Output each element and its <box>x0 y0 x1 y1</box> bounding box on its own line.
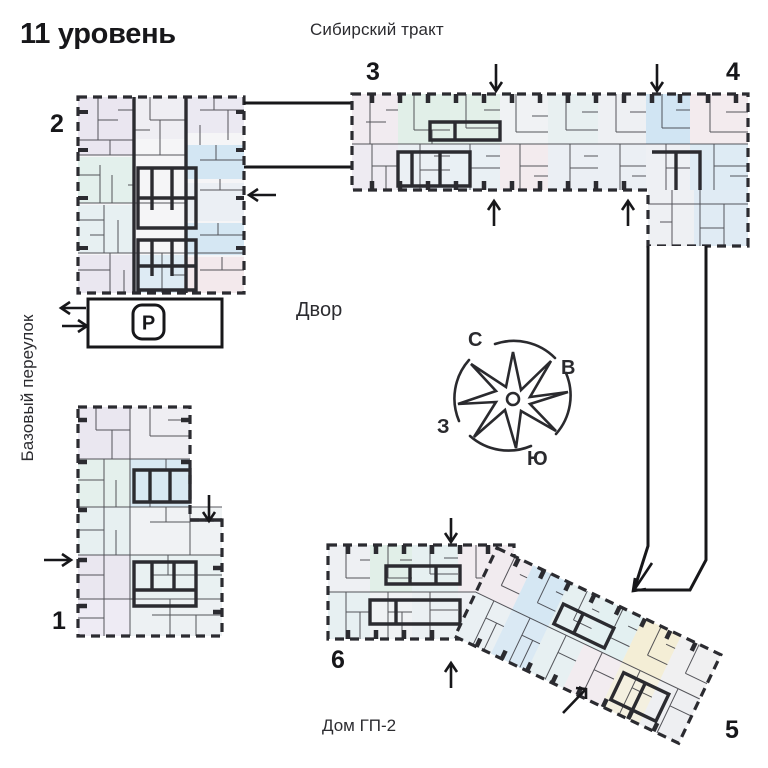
parking-arrow-in <box>58 300 86 316</box>
entrance-arrow-4 <box>649 64 665 94</box>
page-title: 11 уровень <box>20 18 176 50</box>
compass-north-label: С <box>468 329 483 351</box>
compass-east-label: В <box>561 357 576 379</box>
entrance-number-1[interactable]: 1 <box>52 607 66 635</box>
entrance-number-5[interactable]: 5 <box>725 716 739 744</box>
svg-text:P: P <box>142 313 155 335</box>
entrance-arrow-courtyard-4 <box>620 198 636 226</box>
entrance-arrow-6-top <box>443 518 459 545</box>
street-label-top: Сибирский тракт <box>310 20 444 39</box>
entrance-arrow-courtyard-3 <box>486 198 502 226</box>
entrance-number-3[interactable]: 3 <box>366 58 380 86</box>
entrance-number-6[interactable]: 6 <box>331 646 345 674</box>
entrance-arrow-1-right <box>201 495 217 524</box>
connector-corridor-right <box>631 246 708 592</box>
entrance-number-2[interactable]: 2 <box>50 110 64 138</box>
entrance-arrow-6-bottom <box>443 660 459 688</box>
entrance-arrow-5 <box>562 686 588 714</box>
parking-arrow-out <box>62 318 90 334</box>
courtyard-label: Двор <box>296 299 343 321</box>
parking-icon: P <box>131 303 166 341</box>
compass-west-label: З <box>437 416 450 438</box>
building-name-label: Дом ГП-2 <box>322 716 397 735</box>
parking-entry-block[interactable]: P <box>86 297 224 349</box>
entrance-arrow-3 <box>488 64 504 94</box>
corridor-arrow-bottom <box>631 562 654 593</box>
entrance-arrow-block2 <box>246 187 276 203</box>
entrance-number-4[interactable]: 4 <box>726 58 740 86</box>
connector-corridor-top-left <box>244 101 352 169</box>
compass-rose <box>453 339 572 452</box>
street-label-left: Базовый переулок <box>18 314 37 462</box>
building-block-2[interactable] <box>76 95 246 295</box>
entrance-arrow-1-left <box>44 552 74 568</box>
building-block-1[interactable] <box>76 405 224 638</box>
building-block-3-4[interactable] <box>350 92 750 248</box>
building-block-5[interactable] <box>452 545 723 746</box>
compass-south-label: Ю <box>527 448 548 470</box>
